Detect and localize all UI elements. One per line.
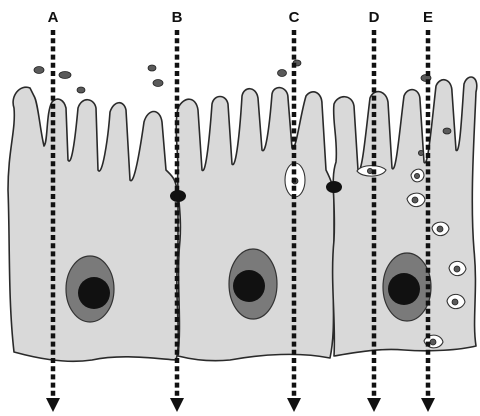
route-arrowhead-e: [421, 398, 435, 412]
route-label-c: C: [289, 9, 300, 26]
route-arrowhead-c: [287, 398, 301, 412]
nucleolus-cell-1: [78, 277, 110, 309]
route-label-d: D: [369, 9, 380, 26]
route-arrowhead-b: [170, 398, 184, 412]
nucleolus-cell-2: [233, 270, 265, 302]
route-arrowhead-d: [367, 398, 381, 412]
epithelial-cell-2: [176, 88, 334, 361]
route-label-a: A: [48, 9, 59, 26]
route-arrowhead-a: [46, 398, 60, 412]
route-label-e: E: [423, 9, 433, 26]
tight-junction-2: [326, 181, 342, 193]
route-label-b: B: [172, 9, 183, 26]
nucleolus-cell-3: [388, 273, 420, 305]
